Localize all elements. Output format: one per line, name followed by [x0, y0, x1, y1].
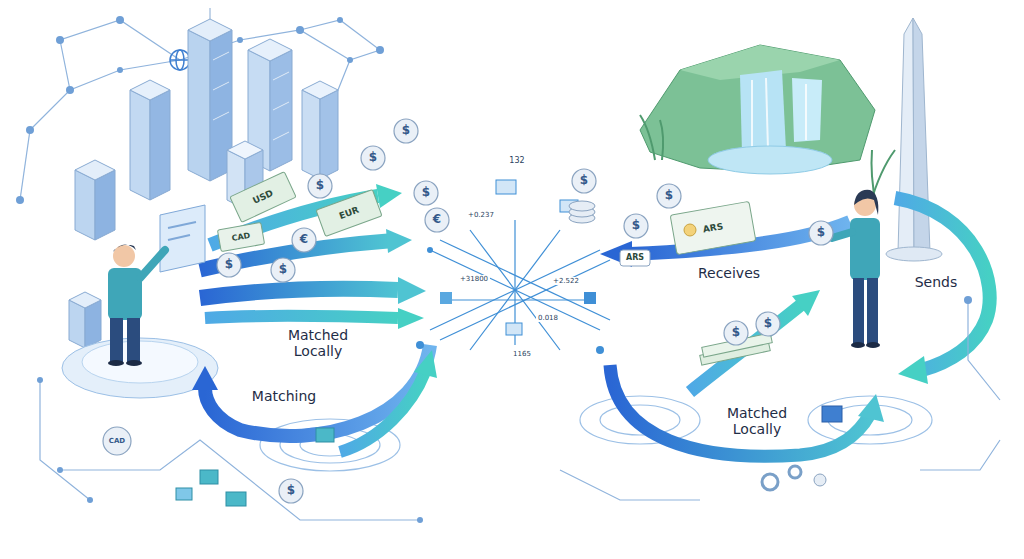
coin-symbol: $ — [422, 186, 430, 200]
ticker-number: 0.018 — [536, 314, 560, 322]
ticker-number: 132 — [507, 156, 526, 165]
ticker-number: +0.237 — [466, 211, 496, 219]
coin-symbol: $ — [225, 258, 233, 272]
coin-symbol: CAD — [109, 437, 125, 445]
coin-symbol: $ — [402, 124, 410, 138]
coin-symbol: $ — [279, 263, 287, 277]
coin-symbol: $ — [665, 189, 673, 203]
flow-label: Matching — [252, 388, 316, 404]
coin-symbol: $ — [369, 151, 377, 165]
flow-label: Receives — [698, 265, 760, 281]
coin-symbol: $ — [817, 226, 825, 240]
coin-symbol: $ — [764, 317, 772, 331]
ticker-number: 1165 — [511, 350, 533, 358]
flow-label: Matched Locally — [711, 405, 803, 437]
flow-label: Matched Locally — [272, 327, 364, 359]
ticker-number: +2.522 — [551, 277, 581, 285]
ticker-number: +31800 — [458, 275, 490, 283]
coin-symbol: $ — [632, 219, 640, 233]
coin-symbol: $ — [316, 179, 324, 193]
coin-symbol: $ — [580, 174, 588, 188]
currency-code: ARS — [626, 253, 644, 262]
coin-symbol: € — [300, 233, 308, 247]
coin-symbol: € — [433, 213, 441, 227]
coin-symbol: $ — [732, 326, 740, 340]
flow-label: Sends — [915, 274, 958, 290]
coin-symbol: $ — [287, 484, 295, 498]
